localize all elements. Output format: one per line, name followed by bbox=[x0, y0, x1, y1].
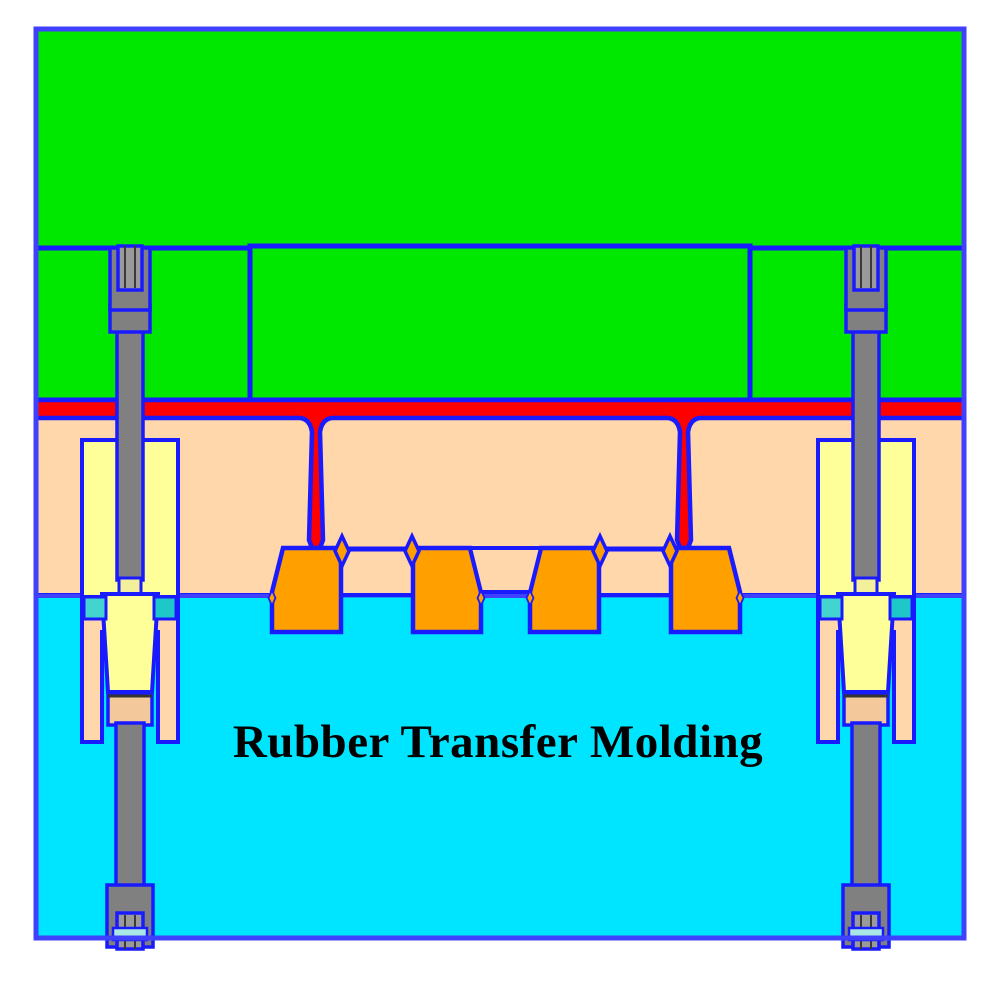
molded-part-4 bbox=[668, 545, 743, 635]
molded-part-1 bbox=[269, 545, 344, 635]
molded-part-3 bbox=[527, 545, 602, 635]
lower-mold-plate bbox=[33, 592, 967, 941]
figure-caption: Rubber Transfer Molding bbox=[233, 716, 763, 768]
bushing-seat-chips bbox=[82, 595, 914, 621]
center-cavity-block bbox=[467, 546, 544, 594]
transfer-plate-shoulder bbox=[33, 26, 967, 251]
molded-rubber-parts bbox=[269, 545, 743, 635]
plunger-column bbox=[247, 243, 753, 403]
assembly-outline bbox=[33, 26, 967, 941]
molded-part-2 bbox=[410, 545, 484, 635]
